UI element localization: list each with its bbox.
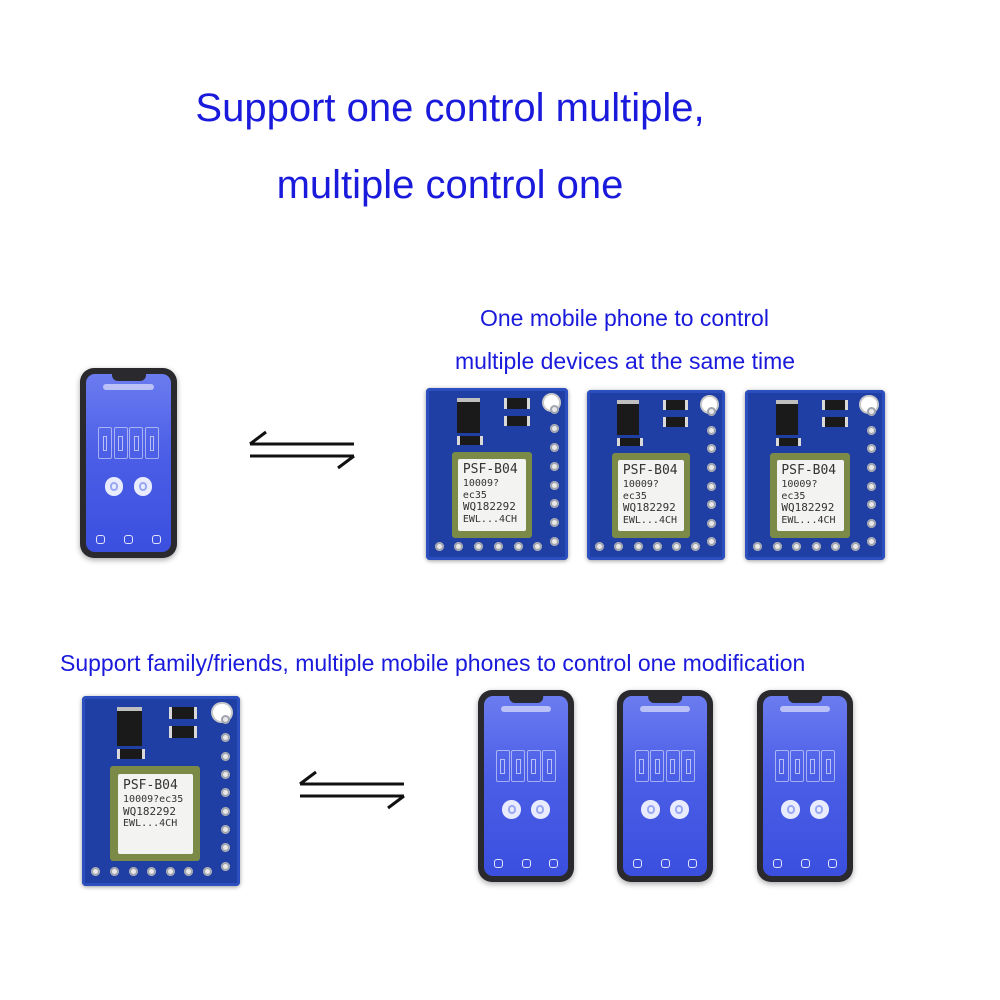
module-id: 10009?ec35: [462, 478, 499, 501]
module-tag: EWL...4CH: [781, 515, 836, 527]
module-model: PSF-B04: [781, 463, 837, 479]
module-id: 10009?ec35: [622, 479, 659, 502]
relay-board-3: PSF-B04 10009?ec35 WQ182292 EWL...4CH: [745, 390, 885, 560]
left-right-harpoons-icon: [249, 430, 355, 470]
module-tag: EWL...4CH: [622, 514, 678, 526]
section-one-caption-line-2: multiple devices at the same time: [455, 348, 796, 374]
phone-icon: [617, 690, 713, 882]
module-code: WQ182292: [123, 804, 177, 818]
relay-board-2: PSF-B04 10009?ec35 WQ182292 EWL...4CH: [587, 390, 725, 560]
section-one-caption-line-1: One mobile phone to control: [480, 305, 769, 331]
section-two-caption: Support family/friends, multiple mobile …: [60, 650, 806, 676]
module-code: WQ182292: [462, 500, 516, 514]
relay-board-single: PSF-B04 10009?ec35 WQ182292 EWL...4CH: [82, 696, 240, 886]
headline-line-1: Support one control multiple,: [195, 86, 705, 130]
module-model: PSF-B04: [123, 778, 178, 794]
relay-board-1: PSF-B04 10009?ec35 WQ182292 EWL...4CH: [426, 388, 568, 560]
phone-icon: [478, 690, 574, 882]
phone-icon: [80, 368, 177, 558]
module-tag: EWL...4CH: [462, 513, 518, 525]
module-model: PSF-B04: [462, 462, 518, 478]
left-right-harpoons-icon: [299, 770, 405, 810]
module-model: PSF-B04: [622, 463, 678, 479]
module-tag: EWL...4CH: [123, 818, 178, 830]
module-id: 10009?ec35: [781, 479, 818, 502]
headline-line-2: multiple control one: [276, 163, 624, 207]
module-code: WQ182292: [622, 501, 676, 515]
module-id: 10009?ec35: [123, 794, 184, 806]
phone-icon: [757, 690, 853, 882]
module-code: WQ182292: [781, 501, 835, 515]
